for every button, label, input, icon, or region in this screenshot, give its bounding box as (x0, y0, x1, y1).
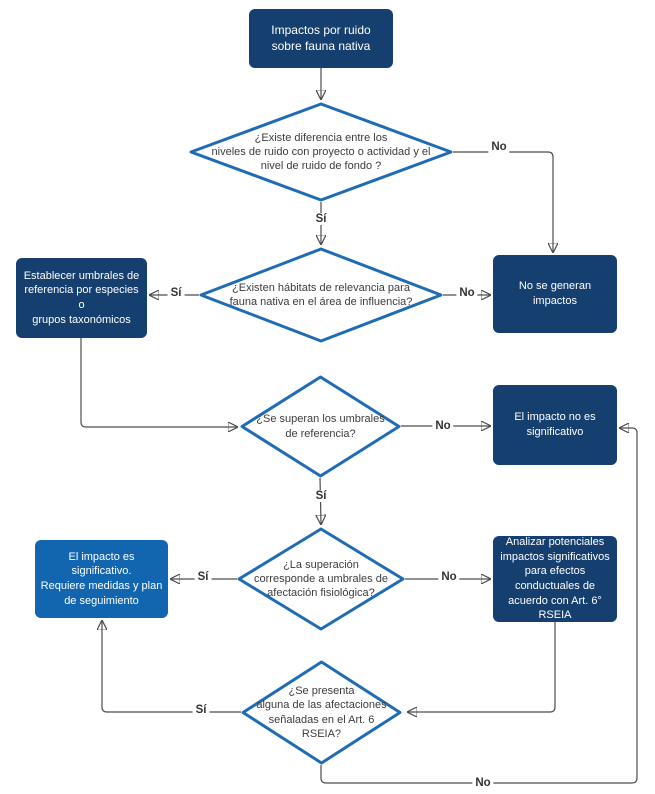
decision-superan-umbrales: ¿Se superan los umbrales de referencia? (240, 375, 401, 478)
edge-label-si-d4: Sí (194, 571, 212, 583)
terminal-impacto-no-significativo: El impacto no es significativo (493, 385, 617, 465)
edge-label-si-d5: Sí (192, 704, 210, 716)
diamond-shape (241, 660, 402, 765)
diamond-shape (199, 247, 443, 343)
process-establecer-umbrales: Establecer umbrales de referencia por es… (16, 258, 147, 338)
diamond-shape (237, 527, 405, 631)
diamond-shape (189, 102, 453, 202)
edge-label-no-d2: No (456, 287, 478, 299)
diamond-shape (240, 375, 401, 478)
decision-label: ¿La superación corresponde a umbrales de… (254, 558, 388, 600)
edge-d5-si-to-significativo (102, 621, 241, 713)
process-label: Establecer umbrales de referencia por es… (23, 269, 140, 326)
start-node-label: Impactos por ruido sobre fauna nativa (271, 22, 371, 53)
decision-afectaciones-art6-rseia: ¿Se presenta alguna de las afectaciones … (241, 660, 402, 765)
terminal-label: El impacto no es significativo (514, 411, 596, 438)
terminal-label: El impacto es significativo. Requiere me… (40, 550, 163, 607)
edge-d5-no-to-no-significativo (320, 428, 638, 784)
decision-diferencia-niveles-ruido: ¿Existe diferencia entre los niveles de … (189, 102, 453, 202)
terminal-no-se-generan-impactos: No se generan impactos (493, 255, 617, 333)
edge-label-no-d5: No (472, 777, 494, 789)
edge-label-no-d1: No (488, 141, 510, 153)
terminal-label: No se generan impactos (518, 280, 592, 307)
decision-label: ¿Se superan los umbrales de referencia? (256, 413, 385, 440)
decision-umbrales-afectacion-fisiologica: ¿La superación corresponde a umbrales de… (237, 527, 405, 631)
edge-d1-no-to-no-impactos (453, 151, 553, 252)
process-label: Analizar potenciales impactos significat… (500, 536, 610, 622)
terminal-impacto-significativo: El impacto es significativo. Requiere me… (35, 540, 168, 618)
decision-label: ¿Existe diferencia entre los niveles de … (211, 131, 431, 173)
decision-habitats-relevancia: ¿Existen hábitats de relevancia para fau… (199, 247, 443, 343)
edge-label-no-d4: No (438, 571, 460, 583)
edge-establecer-to-d3 (80, 338, 237, 427)
edge-label-si-d2: Sí (167, 287, 185, 299)
decision-label: ¿Se presenta alguna de las afectaciones … (256, 684, 387, 740)
start-node: Impactos por ruido sobre fauna nativa (249, 9, 393, 68)
decision-label: ¿Existen hábitats de relevancia para fau… (229, 281, 413, 308)
edge-label-si-d1: Sí (312, 213, 330, 225)
edge-label-no-d3: No (432, 420, 454, 432)
edge-label-si-d3: Sí (312, 490, 330, 502)
edge-analizar-to-d5 (408, 622, 556, 712)
process-analizar-potenciales-impactos: Analizar potenciales impactos significat… (493, 536, 617, 622)
